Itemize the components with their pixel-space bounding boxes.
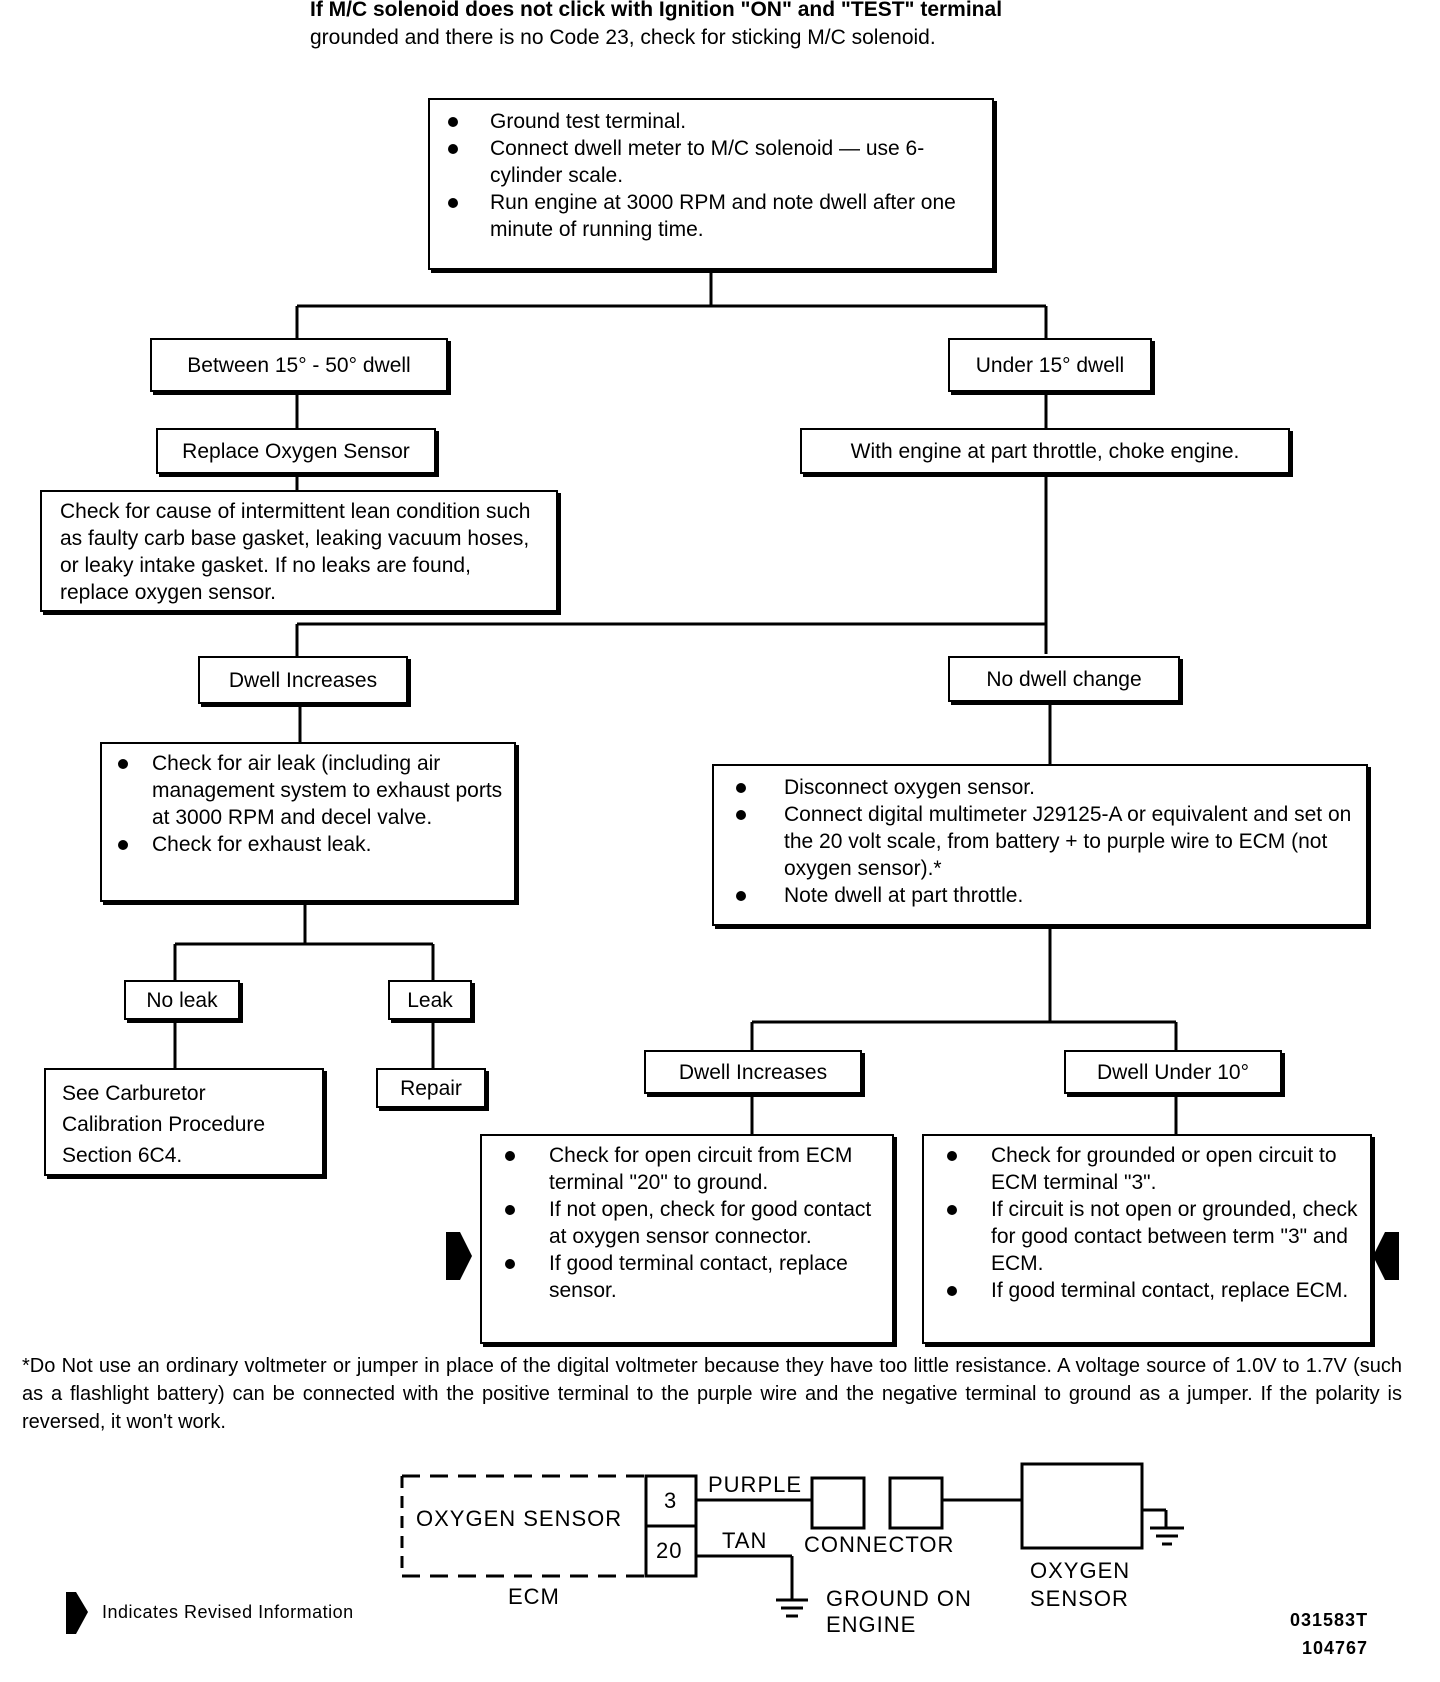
disconnect-o2-item: Disconnect oxygen sensor.: [736, 774, 1358, 801]
legend-arrow-icon: [66, 1592, 88, 1634]
revised-arrow-left-icon: [446, 1232, 472, 1280]
header-line-1: If M/C solenoid does not click with Igni…: [310, 0, 1003, 21]
terminal-20-box: [644, 1524, 698, 1578]
ground-test-box: Ground test terminal. Connect dwell mete…: [428, 98, 994, 270]
leak-box: Leak: [388, 980, 472, 1020]
oxygen-sensor-ecm-label: OXYGEN SENSOR: [416, 1506, 623, 1531]
carb-calibration-box: See Carburetor Calibration Procedure Sec…: [44, 1068, 324, 1176]
replace-ecm-item: If good terminal contact, replace ECM.: [947, 1277, 1362, 1304]
document-code-1: 031583T: [1290, 1610, 1369, 1630]
replace-sensor-item: If good terminal contact, replace sensor…: [505, 1250, 884, 1304]
connector-label: CONNECTOR: [804, 1532, 955, 1557]
header-line-2: grounded and there is no Code 23, check …: [310, 26, 936, 49]
connector-half-right: [888, 1476, 944, 1530]
choke-engine-box: With engine at part throttle, choke engi…: [800, 428, 1290, 474]
connect-multimeter-item: Connect digital multimeter J29125-A or e…: [736, 801, 1358, 882]
under-15-dwell-box: Under 15° dwell: [948, 338, 1152, 392]
document-code-2: 104767: [1302, 1638, 1369, 1658]
ecm-label: ECM: [508, 1584, 560, 1609]
oxygen-sensor-box: [1020, 1462, 1144, 1550]
open-circuit-item: Check for open circuit from ECM terminal…: [505, 1142, 884, 1196]
lean-condition-check-box: Check for cause of intermittent lean con…: [40, 490, 558, 612]
oxygen-label: OXYGEN: [1030, 1558, 1131, 1583]
dwell-meter-item: Connect dwell meter to M/C solenoid — us…: [448, 135, 982, 189]
purple-wire-label: PURPLE: [708, 1472, 803, 1497]
replace-oxygen-sensor-box: Replace Oxygen Sensor: [156, 428, 436, 474]
air-leak-check-box: Check for air leak (including air manage…: [100, 742, 516, 902]
open-circuit-check-box: Check for open circuit from ECM terminal…: [480, 1134, 894, 1344]
connector-half-left: [810, 1476, 866, 1530]
exhaust-leak-item: Check for exhaust leak.: [118, 831, 506, 858]
dwell-increases-right-box: Dwell Increases: [644, 1050, 862, 1094]
between-15-50-dwell-box: Between 15° - 50° dwell: [150, 338, 448, 392]
ground-on-label: GROUND ON: [826, 1586, 972, 1611]
revised-arrow-right-icon: [1373, 1232, 1399, 1280]
dwell-increases-left-box: Dwell Increases: [198, 656, 408, 704]
dwell-under-10-box: Dwell Under 10°: [1064, 1050, 1282, 1094]
repair-box: Repair: [376, 1068, 486, 1108]
legend-text: Indicates Revised Information: [102, 1602, 354, 1622]
no-leak-box: No leak: [124, 980, 240, 1020]
air-leak-item: Check for air leak (including air manage…: [118, 750, 506, 831]
note-dwell-item: Note dwell at part throttle.: [736, 882, 1358, 909]
footnote: *Do Not use an ordinary voltmeter or jum…: [22, 1355, 1402, 1433]
sensor-label: SENSOR: [1030, 1586, 1129, 1611]
sensor-contact-item: If not open, check for good contact at o…: [505, 1196, 884, 1250]
terminal-20-label: 20: [656, 1538, 683, 1563]
ground-test-item: Ground test terminal.: [448, 108, 982, 135]
tan-wire-label: TAN: [722, 1528, 768, 1553]
no-dwell-change-box: No dwell change: [948, 656, 1180, 702]
multimeter-check-box: Disconnect oxygen sensor. Connect digita…: [712, 764, 1368, 926]
grounded-circuit-item: Check for grounded or open circuit to EC…: [947, 1142, 1362, 1196]
ecm-contact-item: If circuit is not open or grounded, chec…: [947, 1196, 1362, 1277]
grounded-circuit-check-box: Check for grounded or open circuit to EC…: [922, 1134, 1372, 1344]
terminal-3-label: 3: [664, 1488, 678, 1513]
run-engine-item: Run engine at 3000 RPM and note dwell af…: [448, 189, 982, 243]
engine-label: ENGINE: [826, 1612, 917, 1637]
